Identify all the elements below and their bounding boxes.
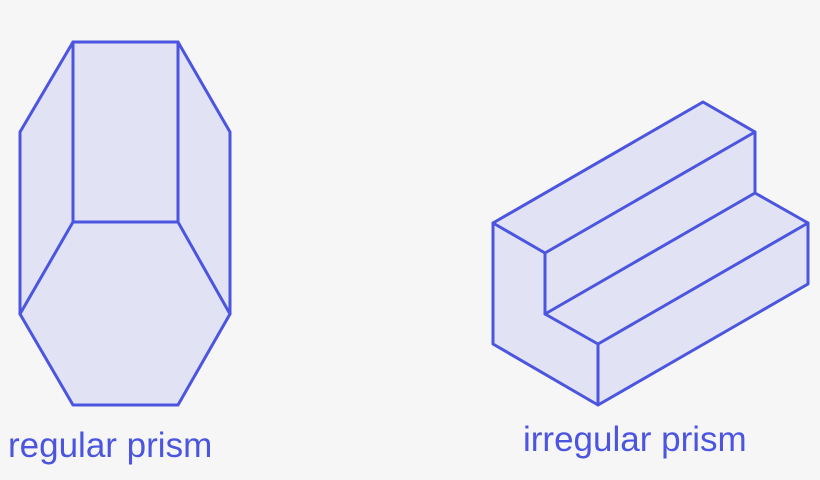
prism-edge <box>596 221 810 346</box>
prism-face <box>598 223 808 405</box>
prism-face <box>493 102 755 253</box>
regular-prism-caption: regular prism <box>8 426 213 465</box>
irregular-prism-figure <box>491 100 810 407</box>
irregular-prism-caption: irregular prism <box>523 420 747 459</box>
prism-edge <box>543 130 757 255</box>
regular-prism-figure <box>18 40 232 407</box>
prism-edge <box>543 191 757 316</box>
prism-face <box>545 132 755 314</box>
l-shaped-end-face <box>493 223 598 405</box>
hexagon-base-edge <box>18 220 232 407</box>
prism-face <box>545 193 808 344</box>
prism-edge <box>18 40 232 316</box>
hexagon-base-face <box>20 222 230 405</box>
prism-face <box>73 42 178 222</box>
